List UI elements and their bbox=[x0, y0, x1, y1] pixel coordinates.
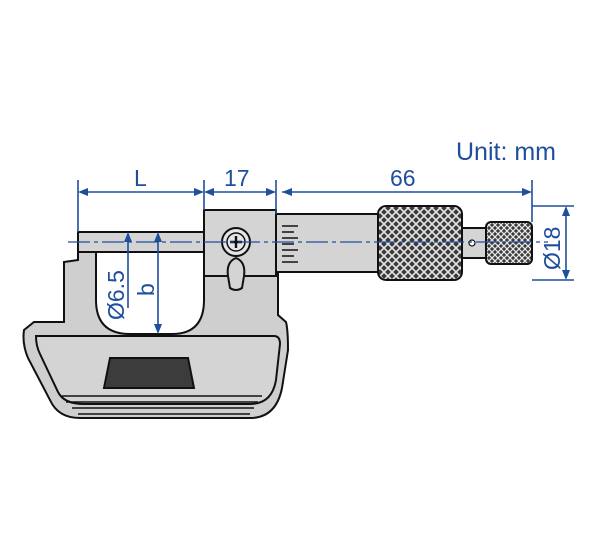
insulation-pad bbox=[102, 357, 196, 389]
unit-label: Unit: mm bbox=[456, 138, 556, 166]
grip-stripes bbox=[62, 395, 262, 415]
dim-label-b: b bbox=[133, 283, 159, 296]
dimension-lines bbox=[77, 180, 574, 334]
sleeve-graduations bbox=[282, 225, 298, 263]
dim-label-17: 17 bbox=[224, 165, 250, 191]
lock-lever bbox=[226, 256, 246, 291]
micrometer-frame bbox=[22, 247, 290, 419]
thimble bbox=[377, 205, 463, 281]
lock-screw-icon bbox=[221, 227, 251, 257]
dim-label-diameter-18: Ø18 bbox=[539, 227, 565, 270]
dim-label-L: L bbox=[134, 165, 147, 191]
dim-label-diameter-6-5: Ø6.5 bbox=[103, 270, 129, 320]
sleeve bbox=[275, 213, 379, 273]
dim-label-66: 66 bbox=[390, 165, 416, 191]
ratchet bbox=[485, 221, 533, 265]
